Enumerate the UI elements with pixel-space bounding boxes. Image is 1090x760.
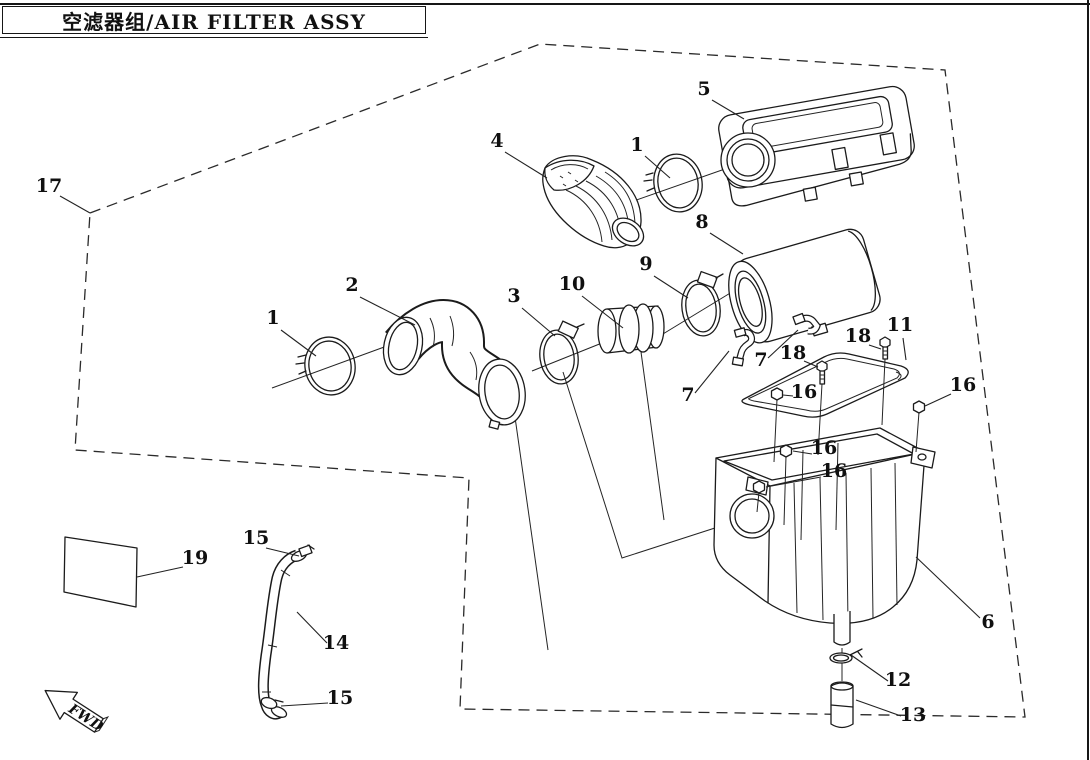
callout-leader-2	[359, 296, 416, 326]
callout-7: 7	[754, 349, 767, 371]
callout-2: 2	[345, 274, 358, 296]
callout-19: 19	[182, 547, 208, 569]
callout-9: 9	[639, 253, 652, 275]
intake-snorkel	[542, 155, 645, 249]
flange-bolt-a	[816, 360, 828, 456]
callout-14: 14	[323, 632, 349, 654]
flange-nut-3	[779, 444, 793, 526]
callout-15: 15	[243, 527, 269, 549]
callout-7: 7	[681, 384, 694, 406]
hose-clamp-large	[681, 270, 724, 337]
callout-leader-16	[782, 394, 794, 397]
callout-leader-4	[504, 151, 548, 179]
mounting-bracket-b	[792, 312, 821, 335]
callout-1: 1	[630, 134, 643, 156]
callout-leader-9	[653, 275, 689, 299]
callout-18: 18	[780, 342, 806, 364]
callout-leader-14	[296, 611, 328, 644]
callout-leader-7	[767, 329, 799, 359]
fwd-direction-arrow: FWD	[44, 689, 110, 736]
air-filter-cover	[718, 85, 915, 207]
callout-8: 8	[695, 211, 708, 233]
callout-15: 15	[327, 687, 353, 709]
callout-13: 13	[900, 704, 926, 726]
drain-nipple	[833, 611, 851, 681]
breather-hose	[257, 549, 308, 720]
callout-16: 16	[791, 381, 817, 403]
flange-nut-2	[912, 400, 926, 453]
filter-element	[728, 228, 881, 344]
callout-4: 4	[490, 130, 503, 152]
callout-leader-19	[136, 566, 184, 578]
callout-leader-15	[265, 547, 300, 557]
breather-hose-clamp-bottom	[260, 696, 284, 710]
intake-elbow-hose	[382, 299, 526, 430]
callout-leader-5	[711, 99, 745, 120]
callout-leader-16	[792, 450, 813, 455]
callout-17: 17	[36, 175, 62, 197]
callout-leader-15	[280, 702, 329, 707]
title-box: 空滤器组/AIR FILTER ASSY	[2, 6, 426, 34]
callout-10: 10	[559, 273, 585, 295]
clamp-ring-left	[295, 336, 356, 396]
sealing-gasket	[741, 352, 909, 418]
hose-clamp-small	[539, 320, 585, 385]
mounting-bracket-a	[731, 327, 756, 367]
callout-leader-13	[855, 699, 902, 717]
callout-3: 3	[507, 285, 520, 307]
callout-leader-7	[694, 350, 730, 394]
callout-leader-17	[59, 195, 91, 214]
callout-12: 12	[885, 669, 911, 691]
callout-leader-18	[868, 344, 882, 350]
flange-nut-1	[770, 387, 784, 463]
callout-leader-1	[280, 329, 317, 357]
callout-leader-3	[521, 307, 556, 337]
clamp-ring-top	[643, 153, 703, 213]
callout-16: 16	[821, 460, 847, 482]
airbox-lower-body	[713, 427, 936, 681]
callout-leader-10	[581, 295, 624, 329]
drain-tube	[830, 681, 854, 729]
diagram-boundary	[74, 43, 1026, 718]
flange-bolt-b	[879, 336, 891, 426]
callout-6: 6	[981, 611, 994, 633]
callout-16: 16	[950, 374, 976, 396]
breather-hose-clamp-top	[298, 544, 315, 558]
callout-11: 11	[887, 314, 913, 336]
callout-18: 18	[845, 325, 871, 347]
callout-leader-1	[644, 155, 671, 179]
callout-leader-16	[924, 393, 952, 407]
callout-leader-11	[902, 337, 907, 361]
callout-1: 1	[266, 307, 279, 329]
connector-tube	[597, 303, 665, 354]
page-title: 空滤器组/AIR FILTER ASSY	[62, 9, 366, 34]
callout-leader-12	[850, 654, 889, 682]
callout-leader-18	[803, 360, 819, 368]
drain-clamp	[829, 648, 863, 664]
callout-leader-16	[765, 476, 822, 488]
flange-nut-4	[752, 480, 766, 513]
callout-5: 5	[697, 78, 710, 100]
callout-leader-8	[709, 232, 744, 255]
callout-16: 16	[811, 437, 837, 459]
fwd-label: FWD	[65, 700, 107, 735]
decal-sticker	[63, 536, 138, 608]
title-underline	[0, 37, 428, 38]
page-border-top	[0, 3, 1090, 5]
callout-leader-6	[915, 556, 981, 619]
page-border-right	[1087, 0, 1089, 760]
